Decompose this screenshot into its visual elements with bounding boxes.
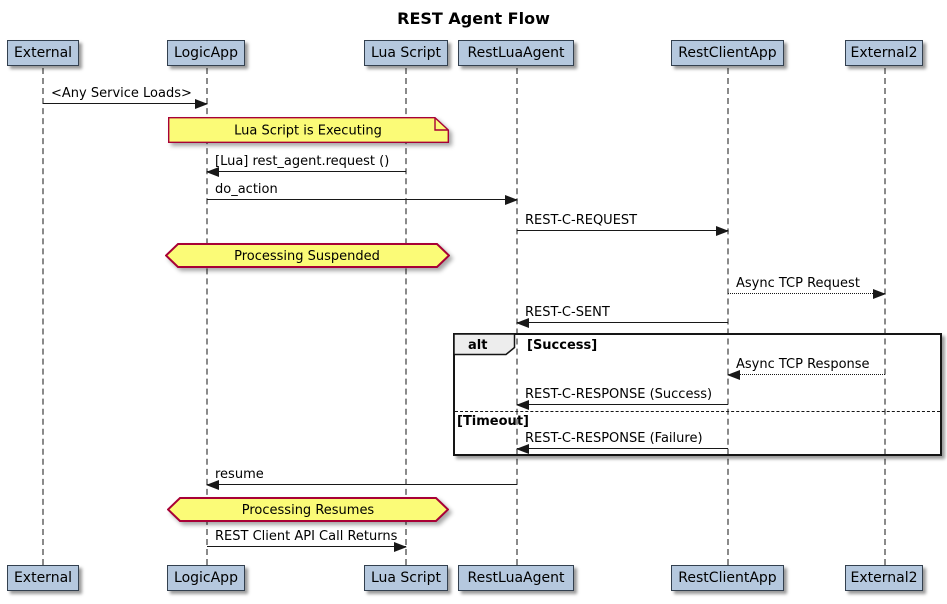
alt-section-divider — [455, 411, 940, 412]
arrow-line — [207, 171, 406, 172]
lifeline-logicapp — [206, 68, 208, 565]
message-rest-c-response-failure: REST-C-RESPONSE (Failure) — [516, 431, 728, 454]
message-label: Async TCP Response — [736, 357, 870, 372]
pentagon-shape — [454, 334, 516, 356]
note-fold-icon — [434, 117, 449, 131]
message-any-service-loads: <Any Service Loads> — [43, 86, 208, 109]
participant-external-bottom: External — [7, 565, 79, 591]
message-label: REST-C-RESPONSE (Failure) — [525, 431, 703, 446]
arrowhead-right-icon — [716, 226, 729, 236]
message-label: REST-C-SENT — [525, 305, 610, 320]
message-label: [Lua] rest_agent.request () — [215, 154, 390, 169]
lifeline-restclientapp — [727, 68, 729, 565]
participant-label: LogicApp — [174, 570, 238, 586]
arrow-line — [207, 484, 517, 485]
arrowhead-left-icon — [206, 167, 219, 177]
note-shape — [168, 117, 449, 143]
participant-label: External — [13, 570, 73, 586]
message-rest-c-response-success: REST-C-RESPONSE (Success) — [516, 387, 728, 410]
participant-restclientapp-top: RestClientApp — [671, 40, 784, 66]
arrow-line — [43, 103, 207, 104]
arrow-line — [728, 374, 885, 375]
arrowhead-right-icon — [505, 195, 518, 205]
alt-guard-timeout: [Timeout] — [457, 414, 529, 429]
participant-restluaagent-bottom: RestLuaAgent — [458, 565, 574, 591]
arrowhead-right-icon — [394, 542, 407, 552]
message-rest-client-api-call-returns: REST Client API Call Returns — [207, 529, 407, 552]
arrowhead-left-icon — [516, 400, 529, 410]
participant-restluaagent-top: RestLuaAgent — [458, 40, 574, 66]
participant-label: External — [13, 45, 73, 61]
message-async-tcp-response: Async TCP Response — [727, 357, 885, 380]
hexagon-note-shape — [167, 497, 449, 522]
participant-label: Lua Script — [370, 45, 442, 61]
participant-label: External2 — [850, 45, 918, 61]
note-label: Processing Suspended — [234, 249, 380, 264]
participant-lua-script-bottom: Lua Script — [364, 565, 448, 591]
participant-restclientapp-bottom: RestClientApp — [671, 565, 784, 591]
note-label: Lua Script is Executing — [234, 124, 382, 139]
lifeline-lua-script — [405, 68, 407, 565]
participant-external2-top: External2 — [845, 40, 923, 66]
participant-label: Lua Script — [370, 570, 442, 586]
message-label: REST-C-RESPONSE (Success) — [525, 387, 713, 402]
alt-operator-pentagon: alt — [454, 334, 516, 356]
alt-operator-label: alt — [468, 338, 487, 353]
participant-external-top: External — [7, 40, 79, 66]
participant-label: External2 — [850, 570, 918, 586]
arrowhead-right-icon — [873, 289, 886, 299]
lifeline-restluaagent — [516, 68, 518, 565]
participant-logicapp-bottom: LogicApp — [167, 565, 245, 591]
arrow-line — [207, 546, 406, 547]
participant-external2-bottom: External2 — [845, 565, 923, 591]
participant-label: RestClientApp — [678, 45, 777, 61]
arrow-line — [517, 322, 728, 323]
participant-label: RestClientApp — [678, 570, 777, 586]
hnote-processing-resumes: Processing Resumes — [167, 497, 449, 522]
lifeline-external — [42, 68, 44, 565]
arrowhead-left-icon — [727, 370, 740, 380]
participant-logicapp-top: LogicApp — [167, 40, 245, 66]
arrow-line — [517, 448, 728, 449]
arrow-line — [728, 293, 885, 294]
note-lua-script-executing: Lua Script is Executing — [168, 117, 449, 143]
message-label: Async TCP Request — [736, 276, 860, 291]
alt-fragment: alt [Success] [Timeout] — [453, 333, 942, 456]
message-label: REST Client API Call Returns — [215, 529, 398, 544]
message-async-tcp-request: Async TCP Request — [728, 276, 886, 299]
participant-label: RestLuaAgent — [467, 570, 565, 586]
message-label: do_action — [215, 182, 278, 197]
arrowhead-left-icon — [516, 318, 529, 328]
note-label: Processing Resumes — [242, 503, 375, 518]
message-resume: resume — [206, 467, 517, 490]
arrow-line — [517, 230, 728, 231]
hnote-processing-suspended: Processing Suspended — [165, 243, 450, 268]
diagram-title: REST Agent Flow — [397, 9, 550, 28]
alt-guard-success: [Success] — [527, 338, 598, 353]
arrow-line — [207, 199, 517, 200]
arrowhead-left-icon — [206, 480, 219, 490]
lifeline-external2 — [884, 68, 886, 565]
message-rest-c-sent: REST-C-SENT — [516, 305, 728, 328]
message-do-action: do_action — [207, 182, 518, 205]
arrowhead-left-icon — [516, 444, 529, 454]
arrow-line — [517, 404, 728, 405]
participant-lua-script-top: Lua Script — [364, 40, 448, 66]
message-lua-rest-agent-request: [Lua] rest_agent.request () — [206, 154, 406, 177]
message-label: resume — [215, 467, 264, 482]
arrowhead-right-icon — [195, 99, 208, 109]
participant-label: RestLuaAgent — [467, 45, 565, 61]
message-rest-c-request: REST-C-REQUEST — [517, 213, 729, 236]
participant-label: LogicApp — [174, 45, 238, 61]
message-label: REST-C-REQUEST — [525, 213, 638, 228]
message-label: <Any Service Loads> — [51, 86, 192, 101]
hexagon-note-shape — [165, 243, 450, 268]
